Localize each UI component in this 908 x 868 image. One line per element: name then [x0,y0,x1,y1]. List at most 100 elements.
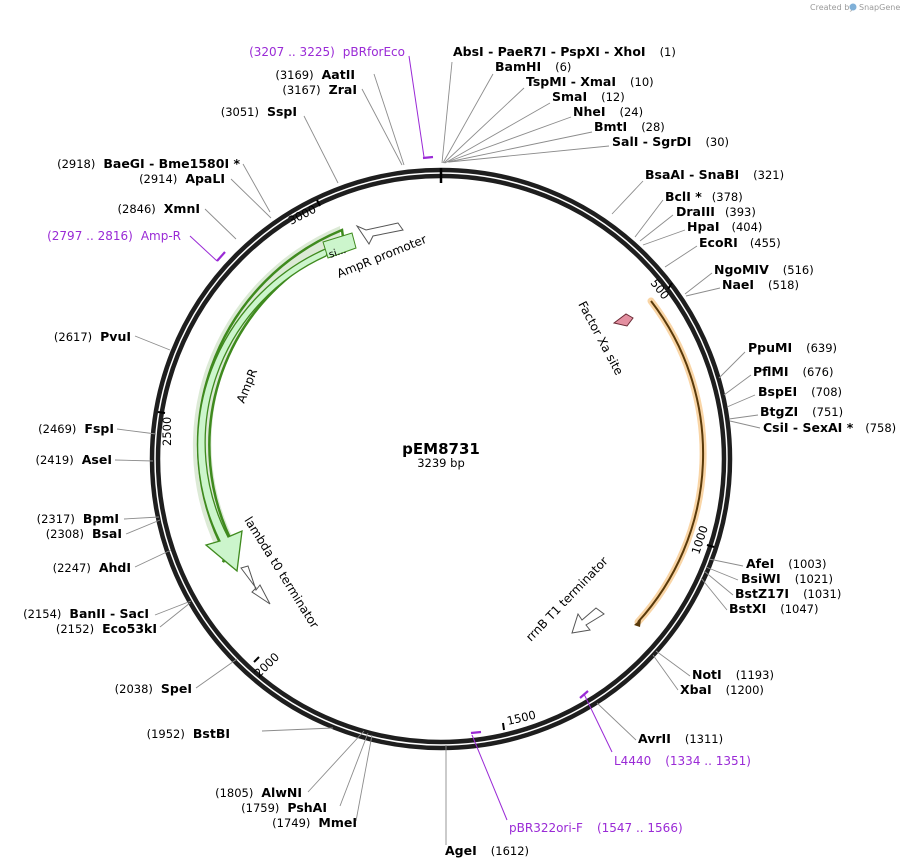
primer-pbrforeco[interactable]: (3207 .. 3225)pBRforEco [249,45,405,59]
site-404-name: HpaI [687,219,720,234]
site-2918[interactable]: (2918)BaeGI - Bme1580I * [57,156,240,171]
site-378[interactable]: BclI *(378) [665,189,743,204]
site-2154[interactable]: (2154)BanII - SacI [23,606,149,621]
plasmid-length: 3239 bp [417,456,465,470]
site-378-name: BclI * [665,189,702,204]
site-1952[interactable]: (1952)BstBI [147,726,230,741]
site-2317[interactable]: (2317)BpmI [37,511,119,526]
orange-feature-halo [634,297,707,626]
site-1749[interactable]: (1749)MmeI [272,815,357,830]
site-2918-name-b: Bme1580I * [159,156,241,171]
site-1-name-a: AbsI [453,44,484,59]
site-2469[interactable]: (2469)FspI [38,421,114,436]
leader-2038 [195,658,238,689]
leader-758 [729,420,761,429]
site-639-name: PpuMI [748,340,792,355]
site-2419[interactable]: (2419)AseI [36,452,113,467]
site-2914[interactable]: (2914)ApaLI [139,171,225,186]
site-10-name-a: TspMI [526,74,566,89]
site-1311[interactable]: AvrII(1311) [638,731,723,746]
leader-321 [611,180,644,215]
site-1031[interactable]: BstZ17I(1031) [735,586,841,601]
feature-lambda-t0[interactable]: lambda t0 terminator [240,514,322,631]
feature-factor-xa[interactable]: Factor Xa site [575,299,634,378]
tick-label-1500: 1500 [506,708,538,728]
site-758-pos: (758) [865,421,896,435]
site-321-name-a: BsaAI [645,167,685,182]
site-758[interactable]: CsiI - SexAI *(758) [763,420,896,435]
site-2152[interactable]: (2152) Eco53kI [56,621,157,636]
site-516[interactable]: NgoMIV(516) [714,262,814,277]
site-393[interactable]: DraIII(393) [676,204,756,219]
leader-1031 [703,570,734,596]
site-2308[interactable]: (2308)BsaI [46,526,122,541]
site-1193[interactable]: NotI(1193) [692,667,774,682]
site-676[interactable]: PflMI(676) [753,364,833,379]
feature-ampr-promoter[interactable]: AmpR promoter [335,222,429,281]
site-1021[interactable]: BsiWI(1021) [741,571,833,586]
site-1759[interactable]: (1759)PshAI [241,800,327,815]
site-2617[interactable]: (2617)PvuI [54,329,131,344]
site-24[interactable]: NheI(24) [573,104,643,119]
site-2308-pos: (2308) [46,527,84,541]
site-3169[interactable]: (3169)AatII [275,67,355,82]
site-2846-pos: (2846) [118,202,156,216]
site-2247[interactable]: (2247) AhdI [53,560,131,575]
site-455[interactable]: EcoRI(455) [699,235,781,250]
site-2152-name: Eco53kI [102,621,157,636]
site-404-pos: (404) [732,220,763,234]
site-3167[interactable]: (3167)ZraI [282,82,357,97]
site-2846[interactable]: (2846)XmnI [118,201,200,216]
site-1003[interactable]: AfeI(1003) [746,556,827,571]
site-3051[interactable]: (3051)SspI [221,104,297,119]
site-28[interactable]: BmtI(28) [594,119,665,134]
primer-mark-pbr322ori-f [470,730,482,735]
leader-404 [642,229,686,246]
site-10[interactable]: TspMI - XmaI(10) [526,74,654,89]
leader-1047 [700,577,728,611]
site-1952-pos: (1952) [147,727,185,741]
leader-2846 [204,208,237,240]
site-1200[interactable]: XbaI(1200) [680,682,764,697]
site-2247-pos: (2247) [53,561,91,575]
site-751[interactable]: BtgZI(751) [760,404,843,419]
site-1047-pos: (1047) [780,602,818,616]
site-2038[interactable]: (2038)SpeI [115,681,192,696]
primer-pbr322ori-f[interactable]: pBR322ori-F(1547 .. 1566) [509,821,683,835]
snapgene-logo-icon [849,3,857,11]
ampr-label: AmpR [234,367,260,405]
leader-24 [446,116,572,163]
site-1805[interactable]: (1805)AlwNI [215,785,302,800]
site-708[interactable]: BspEI(708) [758,384,842,399]
site-6[interactable]: BamHI(6) [495,59,571,74]
primer-amp-r[interactable]: (2797 .. 2816)Amp-R [47,229,181,243]
site-1047[interactable]: BstXI(1047) [729,601,818,616]
site-708-name: BspEI [758,384,797,399]
feature-rrnb-t1[interactable]: rrnB T1 terminator [523,554,611,644]
site-639[interactable]: PpuMI (639) [748,340,837,355]
site-12[interactable]: SmaI(12) [552,89,625,104]
site-639-pos: (639) [806,341,837,355]
site-321[interactable]: BsaAI - SnaBI(321) [645,167,784,182]
site-751-name: BtgZI [760,404,798,419]
site-30[interactable]: SalI - SgrDI(30) [612,134,729,149]
leader-lines [114,61,761,845]
map-center: pEM8731 3239 bp [402,440,480,470]
site-1[interactable]: AbsI - PaeR7I - PspXI - XhoI(1) [453,44,676,59]
site-1031-pos: (1031) [803,587,841,601]
primer-amp-r-name: Amp-R [141,229,181,243]
leader-3169 [373,73,405,166]
primer-l4440[interactable]: L4440(1334 .. 1351) [614,754,751,768]
site-518[interactable]: NaeI(518) [722,277,799,292]
ampr-promoter-arrow [355,222,404,245]
site-1612[interactable]: AgeI(1612) [445,843,529,858]
leader-708 [726,394,756,408]
site-404[interactable]: HpaI (404) [687,219,762,234]
site-676-name: PflMI [753,364,789,379]
feature-ampr-signal[interactable]: si... [322,232,357,261]
site-2152-pos: (2152) [56,622,94,636]
site-2247-name: AhdI [99,560,131,575]
primer-pbrforeco-range: (3207 .. 3225) [249,45,335,59]
feature-orange[interactable] [634,297,707,627]
leader-12 [444,102,551,164]
